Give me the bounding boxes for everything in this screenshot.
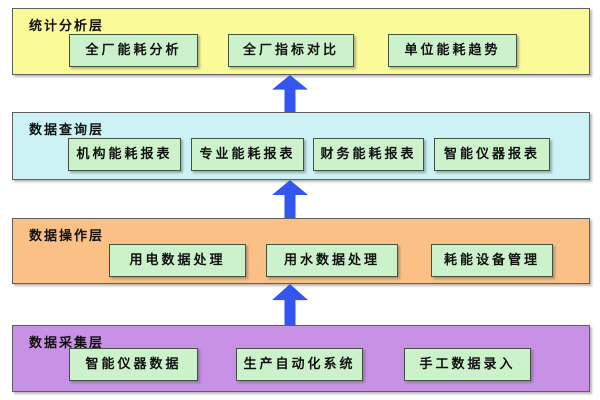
up-arrow-icon: [272, 75, 308, 112]
node-unit-energy-trend: 单位能耗趋势: [388, 34, 517, 67]
layer-label: 统计分析层: [29, 19, 105, 34]
node-plant-index-compare: 全厂指标对比: [228, 34, 354, 67]
node-production-automation: 生产自动化系统: [236, 348, 363, 381]
layer-label: 数据查询层: [29, 123, 105, 138]
node-finance-energy-report: 财务能耗报表: [313, 138, 424, 171]
node-water-data-processing: 用水数据处理: [266, 244, 398, 277]
node-smart-meter-report: 智能仪器报表: [434, 138, 550, 171]
layer-data-operation: 数据操作层 用电数据处理 用水数据处理 耗能设备管理: [12, 218, 590, 284]
layer-label: 数据操作层: [29, 229, 105, 244]
up-arrow-icon: [272, 180, 308, 218]
node-plant-energy-analysis: 全厂能耗分析: [69, 34, 198, 67]
layer-label: 数据采集层: [29, 336, 105, 351]
node-org-energy-report: 机构能耗报表: [68, 138, 181, 171]
node-electricity-data-processing: 用电数据处理: [109, 244, 246, 277]
up-arrow-icon: [272, 284, 308, 325]
node-manual-data-entry: 手工数据录入: [404, 348, 531, 381]
layer-data-collection: 数据采集层 智能仪器数据 生产自动化系统 手工数据录入: [12, 325, 590, 392]
node-specialty-energy-report: 专业能耗报表: [191, 138, 304, 171]
layer-statistics-analysis: 统计分析层 全厂能耗分析 全厂指标对比 单位能耗趋势: [12, 8, 590, 75]
node-smart-meter-data: 智能仪器数据: [69, 348, 198, 381]
node-energy-device-management: 耗能设备管理: [431, 244, 553, 277]
layer-data-query: 数据查询层 机构能耗报表 专业能耗报表 财务能耗报表 智能仪器报表: [12, 112, 590, 180]
